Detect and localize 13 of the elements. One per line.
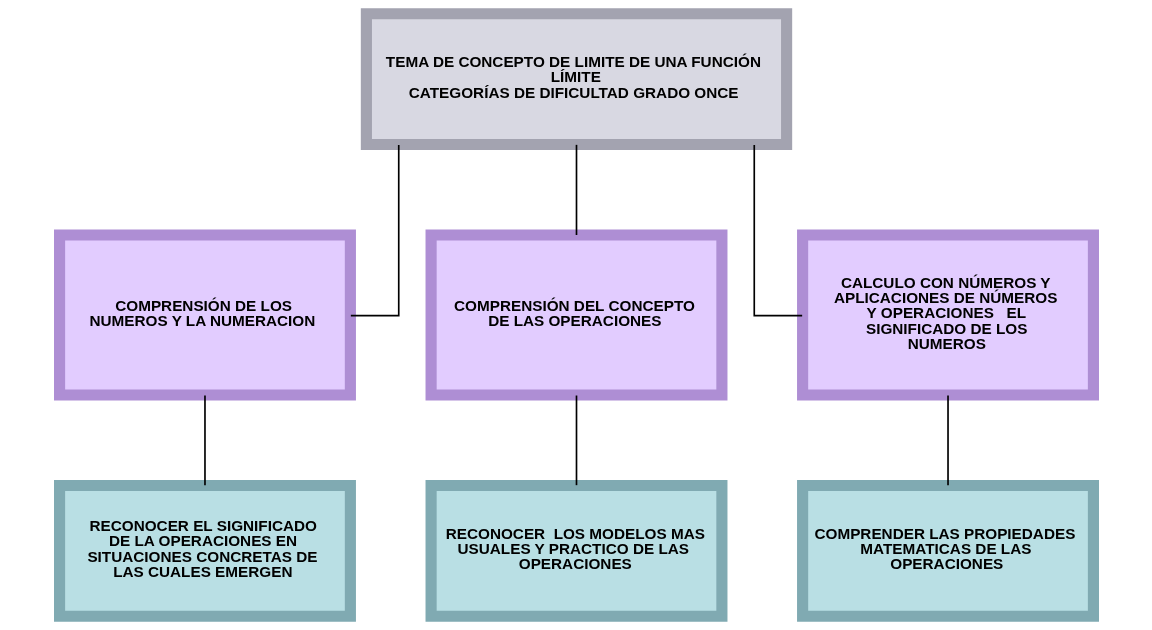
node-box: COMPRENSIÓN DE LOS NUMEROS Y LA NUMERACION xyxy=(53,229,356,401)
node-box: COMPRENDER LAS PROPIEDADES MATEMATICAS DE LAS OPERACIONES xyxy=(796,479,1099,622)
node-box: RECONOCER LOS MODELOS MAS USUALES Y PRACTICO DE LAS OPERACIONES xyxy=(425,479,727,622)
node-box: COMPRENSIÓN DEL CONCEPTO DE LAS OPERACIONES xyxy=(425,229,727,401)
connector xyxy=(752,144,803,317)
connector xyxy=(575,144,577,236)
connector xyxy=(575,394,577,486)
connector xyxy=(203,394,206,486)
connector xyxy=(349,144,400,317)
node-box: CALCULO CON NÚMEROS Y APLICACIONES DE NÚMEROS Y OPERACIONES EL SIGNIFICADO DE LOS NUMEROS xyxy=(796,229,1099,401)
node-box: TEMA DE CONCEPTO DE LIMITE DE UNA FUNCIÓN LÍMITE CATEGORÍAS DE DIFICULTAD GRADO ONCE xyxy=(360,8,792,151)
connector xyxy=(946,394,949,486)
node-box: RECONOCER EL SIGNIFICADO DE LA OPERACIONES EN SITUACIONES CONCRETAS DE LAS CUALES EMERGEN xyxy=(53,479,356,622)
